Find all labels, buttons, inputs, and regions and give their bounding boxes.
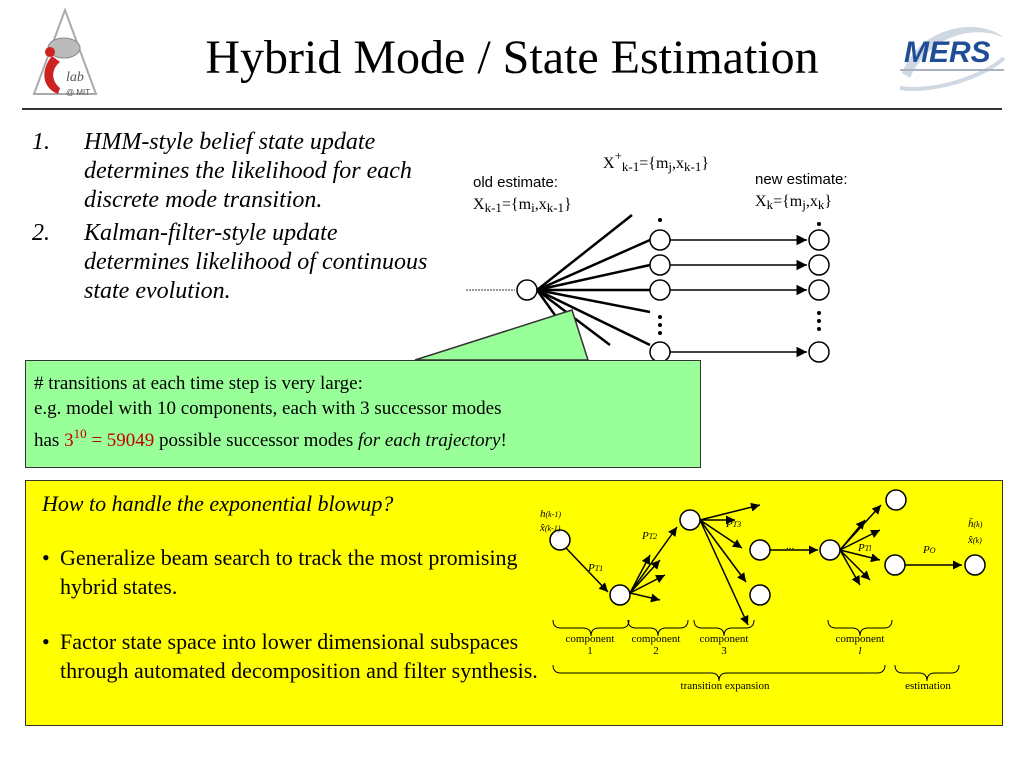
pt1-label: PT1 [588, 562, 604, 574]
new-dots [817, 222, 821, 331]
callout-line-1: # transitions at each time step is very … [34, 373, 363, 394]
filter-arrows [565, 502, 962, 626]
mid-nodes [649, 229, 671, 363]
x-in-label: x̂(k-1) [540, 522, 561, 534]
update-arrows [670, 234, 807, 358]
transition-expansion-label: transition expansion [680, 680, 770, 692]
x-out-label: x̂(k) [968, 534, 982, 546]
point-2-text: Kalman-filter-style update determines li… [84, 220, 428, 304]
ilab-logo: lab @ MIT [30, 7, 100, 108]
old-estimate-label: old estimate: [473, 174, 559, 191]
component-braces [552, 619, 960, 682]
logo-lab-text: lab [66, 70, 84, 85]
transition-fan [535, 214, 651, 351]
title-rule [22, 108, 1002, 110]
pt2-label: PT2 [642, 530, 658, 542]
point-1: 1. HMM-style belief state update determi… [32, 128, 442, 215]
blowup-panel [25, 480, 1003, 726]
page-title: Hybrid Mode / State Estimation [205, 31, 819, 84]
belief-update-diagram [414, 214, 830, 363]
mode-count: 310 = 59049 [64, 426, 155, 451]
numbered-points: 1. HMM-style belief state update determi… [32, 128, 442, 310]
mers-logo: MERS [892, 18, 1012, 98]
h-out-label: h̄(k) [968, 518, 983, 530]
callout-line-3: has 310 = 59049 possible successor modes… [34, 426, 507, 451]
bullet-2-text: Factor state space into lower dimensiona… [60, 629, 538, 683]
point-1-number: 1. [32, 129, 50, 155]
logo-mit-text: @ MIT [66, 88, 91, 97]
bullet-2: • Factor state space into lower dimensio… [42, 627, 542, 685]
h-in-label: h(k-1) [540, 508, 562, 520]
ilab-logo-icon [32, 7, 98, 95]
mid-dots [658, 218, 662, 335]
transitions-callout: # transitions at each time step is very … [25, 360, 701, 468]
old-estimate-value: Xk-1={mi,xk-1} [473, 196, 572, 215]
x-plus-label: X+k-1={mj,xk-1} [603, 148, 710, 174]
ellipsis-label: ... [786, 540, 795, 552]
new-nodes [808, 229, 830, 363]
bullet-1-text: Generalize beam search to track the most… [60, 545, 518, 599]
new-estimate-value: Xk={mj,xk} [755, 193, 833, 212]
bullet-1: • Generalize beam search to track the mo… [42, 543, 542, 601]
mers-swoosh-icon [899, 27, 1006, 91]
estimation-label: estimation [905, 680, 951, 692]
point-1-text: HMM-style belief state update determines… [84, 129, 412, 213]
blowup-question: How to handle the exponential blowup? [42, 491, 394, 516]
pt3-label: PT3 [726, 518, 742, 530]
new-estimate-label: new estimate: [755, 171, 848, 188]
ptl-label: PTl [858, 542, 872, 554]
point-2: 2. Kalman-filter-style update determines… [32, 219, 442, 306]
mers-logo-text: MERS [904, 36, 991, 69]
point-2-number: 2. [32, 220, 50, 246]
callout-line-2: e.g. model with 10 components, each with… [34, 398, 502, 419]
po-label: PO [923, 544, 936, 556]
filter-nodes [549, 489, 986, 606]
